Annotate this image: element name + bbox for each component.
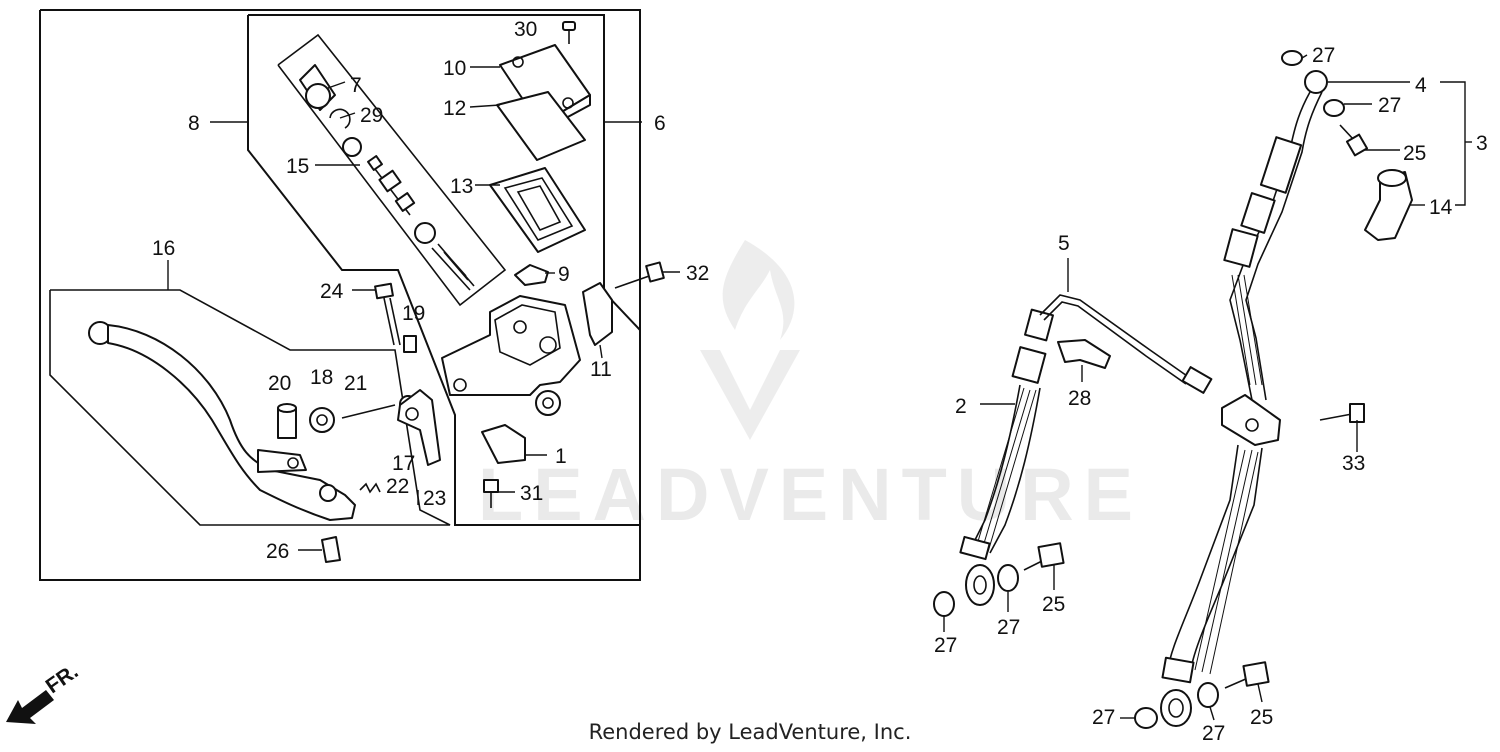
- pipe-clamp-28: [1057, 339, 1111, 369]
- callout-22: 22: [386, 475, 409, 498]
- brake-hose-3: [1223, 70, 1328, 401]
- callout-27-left-a: 27: [934, 634, 957, 657]
- screw-31: [483, 479, 499, 508]
- bolt-25-top: [1339, 124, 1369, 157]
- callout-26: 26: [266, 540, 289, 563]
- callout-19: 19: [402, 302, 425, 325]
- callout-15: 15: [286, 155, 309, 178]
- callout-25-top: 25: [1403, 142, 1426, 165]
- callout-31: 31: [520, 482, 543, 505]
- clip-9: [514, 264, 549, 286]
- callout-16: 16: [152, 237, 175, 260]
- master-cylinder-subassembly-box: [247, 14, 641, 526]
- pivot-bolt-24: [374, 282, 401, 346]
- callout-6: 6: [654, 112, 666, 135]
- lever-assembly-box: [49, 289, 451, 526]
- callout-12: 12: [443, 97, 466, 120]
- lever-pivot-17: [397, 389, 441, 466]
- bolt-32: [614, 261, 665, 289]
- callout-8: 8: [188, 112, 200, 135]
- brake-hose-2: [959, 346, 1047, 606]
- piston-15: [342, 137, 475, 291]
- bolt-25-left: [1023, 542, 1065, 571]
- brake-lever-16: [88, 321, 356, 521]
- adjuster-18: [309, 407, 335, 433]
- callout-7: 7: [350, 74, 362, 97]
- screw-30: [562, 21, 576, 44]
- watermark-text: LEADVENTURE: [478, 453, 1143, 536]
- hose-cap-14: [1364, 169, 1413, 241]
- callout-28: 28: [1068, 387, 1091, 410]
- callout-11: 11: [590, 358, 612, 381]
- callout-5: 5: [1058, 232, 1070, 255]
- spring-22: [359, 482, 381, 494]
- callout-2: 2: [955, 395, 967, 418]
- callout-23: 23: [423, 487, 446, 510]
- switch-1: [481, 424, 526, 464]
- brake-pipe-5: [1024, 294, 1213, 394]
- diaphragm-13: [489, 167, 586, 253]
- callout-27-left-b: 27: [997, 616, 1020, 639]
- callout-25-left: 25: [1042, 593, 1065, 616]
- callout-25-bottom: 25: [1250, 706, 1273, 729]
- washer-27-bottom-b: [1197, 682, 1219, 708]
- callout-33: 33: [1342, 452, 1365, 475]
- callout-17: 17: [392, 452, 415, 475]
- callout-21: 21: [344, 372, 367, 395]
- bolt-25-bottom: [1224, 661, 1270, 689]
- callout-32: 32: [686, 262, 709, 285]
- callout-14: 14: [1429, 196, 1453, 219]
- callout-27-bottom-a: 27: [1092, 706, 1115, 729]
- diaphragm-plate-12: [496, 91, 586, 161]
- callout-29: 29: [360, 104, 383, 127]
- nut-19: [403, 335, 417, 353]
- callout-9: 9: [558, 263, 570, 286]
- callout-13: 13: [450, 175, 473, 198]
- callout-4: 4: [1415, 74, 1427, 97]
- bolt-33: [1319, 403, 1365, 423]
- master-cylinder-body-6: [441, 295, 581, 416]
- piston-kit-box: [277, 33, 507, 307]
- footer-credit: Rendered by LeadVenture, Inc.: [588, 720, 912, 744]
- washer-27-left-b: [997, 564, 1019, 592]
- washer-27-left-a: [933, 591, 955, 617]
- brake-hose-joint: [1221, 394, 1281, 446]
- master-cylinder-group-box: [39, 9, 641, 581]
- callout-3: 3: [1476, 132, 1488, 155]
- callout-24: 24: [320, 280, 344, 303]
- callout-30: 30: [514, 18, 537, 41]
- collar-20: [277, 403, 297, 439]
- callout-27-bottom-b: 27: [1202, 722, 1225, 745]
- boot-7: [299, 64, 336, 111]
- brake-hose-lower: [1160, 444, 1263, 727]
- callout-labels: 7 29 30 10 12 13 9 15 8 6 32 11 1 31 16 …: [152, 18, 1488, 745]
- front-direction-arrow-icon: [6, 690, 54, 724]
- callout-27-mid: 27: [1378, 94, 1401, 117]
- washer-27-mid: [1323, 99, 1345, 117]
- leader-lines: [167, 54, 1472, 721]
- lever-tip-26: [321, 536, 341, 563]
- callout-10: 10: [443, 57, 466, 80]
- washer-27-top: [1281, 50, 1303, 66]
- holder-11: [582, 282, 613, 346]
- circlip-29: [329, 108, 351, 129]
- callout-18: 18: [310, 366, 333, 389]
- callout-1: 1: [555, 445, 567, 468]
- watermark-logo: [700, 240, 800, 440]
- callout-20: 20: [268, 372, 291, 395]
- callout-27-top: 27: [1312, 44, 1335, 67]
